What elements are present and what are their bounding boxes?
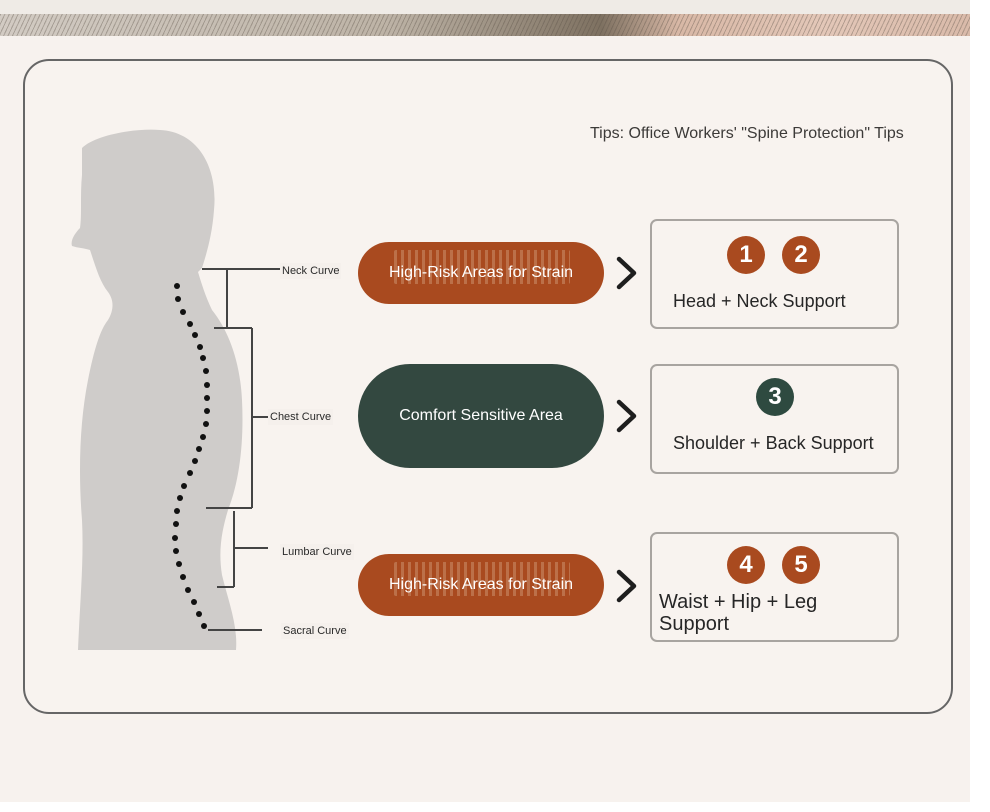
support-label: Shoulder + Back Support [673, 433, 874, 453]
support-label: Waist + Hip + Leg Support [659, 591, 818, 635]
bracket-lines [202, 268, 285, 631]
zone-label: Comfort Sensitive Area [399, 407, 563, 424]
zone-label: High-Risk Areas for Strain [388, 576, 574, 593]
decorative-texture-banner [0, 14, 970, 36]
chevron-right-icon [616, 256, 637, 290]
ghost-text-texture [394, 250, 570, 284]
human-silhouette-icon [71, 129, 243, 651]
top-strip [0, 0, 970, 14]
number-badge: 4 [727, 546, 765, 584]
ghost-text-texture [394, 562, 570, 596]
number-badge: 5 [782, 546, 820, 584]
spine-dots [172, 283, 210, 629]
support-box-waist-hip-leg: 4 5 Waist + Hip + Leg Support [650, 532, 899, 642]
support-box-shoulder-back: 3 Shoulder + Back Support [650, 364, 899, 474]
number-badge: 2 [782, 236, 820, 274]
chevron-right-icon [616, 399, 637, 433]
number-badge: 3 [756, 378, 794, 416]
chest-curve-label: Chest Curve [268, 409, 334, 425]
support-box-head-neck: 1 2 Head + Neck Support [650, 219, 899, 329]
zone-label: High-Risk Areas for Strain [388, 264, 574, 281]
sacral-curve-label: Sacral Curve [281, 623, 349, 639]
zone-pill-comfort: Comfort Sensitive Area [358, 364, 604, 468]
lumbar-curve-label: Lumbar Curve [280, 544, 354, 560]
number-badge: 1 [727, 236, 765, 274]
chevron-right-icon [616, 569, 637, 603]
support-label: Head + Neck Support [673, 291, 846, 311]
zone-pill-high-risk-lower: High-Risk Areas for Strain [358, 554, 604, 616]
zone-pill-high-risk-upper: High-Risk Areas for Strain [358, 242, 604, 304]
tips-title: Tips: Office Workers' "Spine Protection"… [590, 125, 904, 142]
neck-curve-label: Neck Curve [280, 263, 342, 279]
